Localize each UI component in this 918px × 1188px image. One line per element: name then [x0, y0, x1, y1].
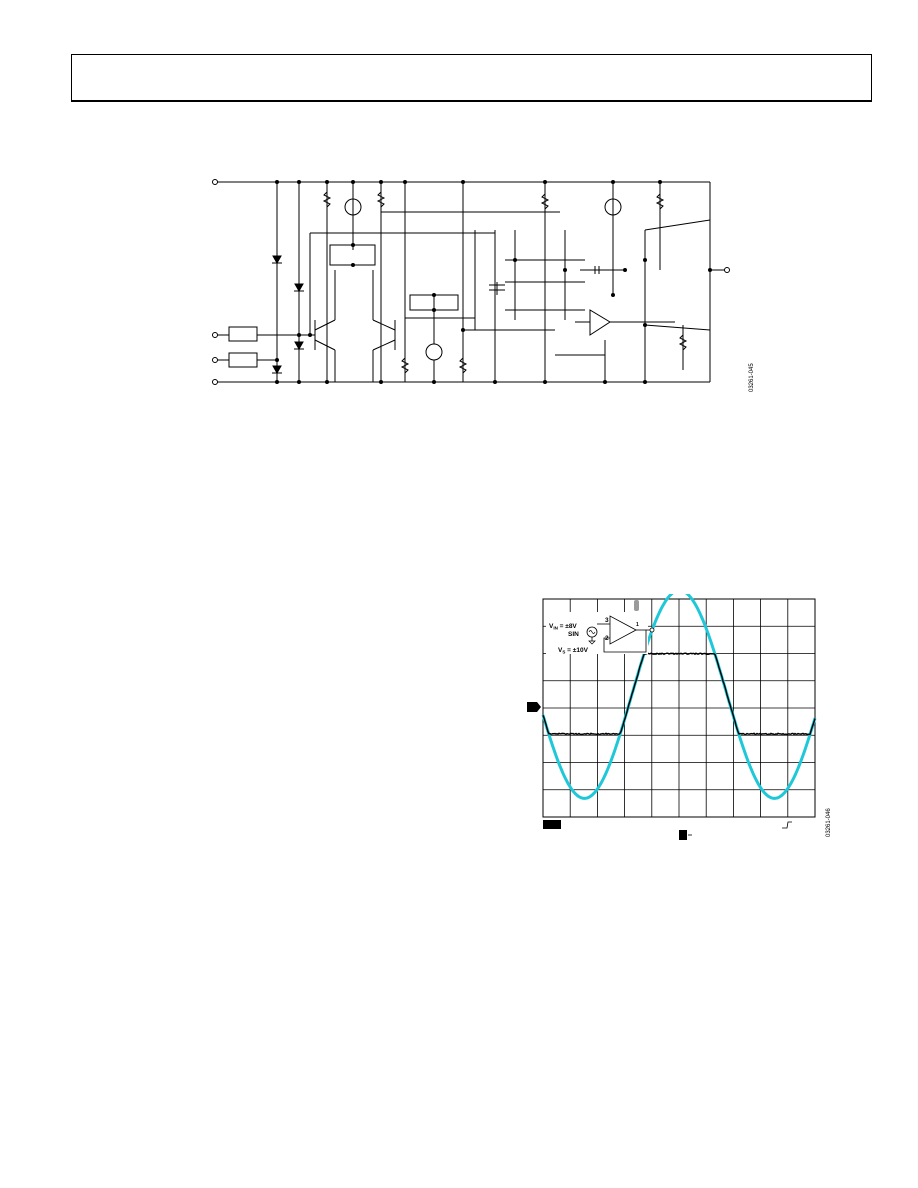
simplified-schematic-figure: 03261-045	[205, 170, 755, 400]
scope-screen: VIN = ±8V SIN VS = ±10V 3 2 1 03261-046	[524, 594, 836, 870]
pin-1-label: 1	[636, 622, 639, 628]
channel-readout-block	[543, 820, 561, 829]
input-resistor-a	[229, 327, 257, 341]
input-pin-a-icon	[213, 333, 218, 338]
output-node-icon	[650, 628, 654, 632]
schematic-figure-id: 03261-045	[749, 363, 755, 392]
pin-3-label: 3	[605, 617, 609, 624]
diode-icon	[273, 366, 281, 373]
current-source-icon	[426, 344, 442, 360]
timebase-marker-icon	[679, 830, 687, 840]
vplus-pin-icon	[213, 180, 218, 185]
scope-capture-figure: VIN = ±8V SIN VS = ±10V 3 2 1 03261-046	[524, 594, 836, 870]
input-pin-b-icon	[213, 358, 218, 363]
vin-label: VIN = ±8V	[549, 623, 577, 631]
output-pin-icon	[725, 268, 730, 273]
source-label: SIN	[568, 631, 579, 638]
trigger-position-marker	[634, 600, 639, 611]
buffer-amplifier-icon	[590, 310, 610, 335]
scope-figure-id: 03261-046	[826, 808, 832, 837]
input-resistor-b	[229, 353, 257, 367]
pin-2-label: 2	[605, 635, 609, 642]
page-header-box	[71, 54, 872, 102]
test-circuit-inset: VIN = ±8V SIN VS = ±10V 3 2 1	[546, 612, 654, 655]
schematic-diagram: 03261-045	[205, 170, 755, 400]
diode-icon	[295, 342, 303, 349]
vminus-pin-icon	[213, 380, 218, 385]
diode-icon	[273, 256, 281, 263]
diode-icon	[295, 284, 303, 291]
trigger-rising-edge-icon	[782, 822, 792, 828]
channel-1-ground-marker	[527, 702, 541, 712]
